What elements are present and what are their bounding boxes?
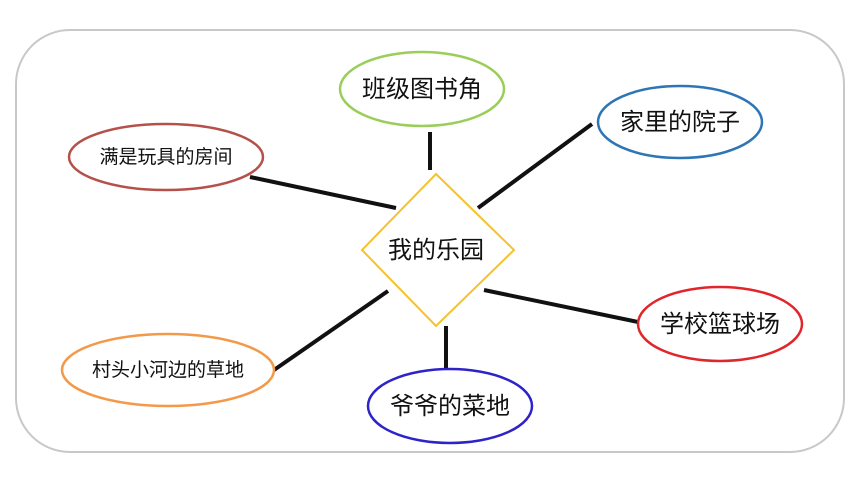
node-label: 村头小河边的草地 xyxy=(92,359,244,381)
connector-basketball-court xyxy=(483,288,639,324)
node-label: 爷爷的菜地 xyxy=(390,392,510,420)
node-home-yard: 家里的院子 xyxy=(596,84,764,160)
node-ellipse xyxy=(596,84,764,160)
node-label: 满是玩具的房间 xyxy=(99,146,232,168)
node-label: 学校篮球场 xyxy=(660,310,780,338)
connector-riverside-grass xyxy=(272,289,390,372)
node-ellipse xyxy=(366,367,534,445)
node-ellipse xyxy=(636,285,804,363)
center-node: 我的乐园 xyxy=(360,172,516,328)
node-toy-room: 满是玩具的房间 xyxy=(67,122,265,192)
diagram-frame xyxy=(15,29,845,453)
connector-home-yard xyxy=(476,122,594,210)
node-grandpa-vegetable-garden: 爷爷的菜地 xyxy=(366,367,534,445)
node-school-basketball-court: 学校篮球场 xyxy=(636,285,804,363)
node-label: 班级图书角 xyxy=(362,75,482,103)
center-label: 我的乐园 xyxy=(388,236,484,264)
connectors xyxy=(249,122,639,372)
node-ellipse xyxy=(60,332,276,408)
connector-toy-room xyxy=(249,175,397,210)
node-label: 家里的院子 xyxy=(620,108,740,136)
node-village-riverside-grass: 村头小河边的草地 xyxy=(60,332,276,408)
center-diamond xyxy=(360,172,516,328)
node-ellipse xyxy=(338,50,506,128)
node-ellipse xyxy=(67,122,265,192)
node-classroom-book-corner: 班级图书角 xyxy=(338,50,506,128)
